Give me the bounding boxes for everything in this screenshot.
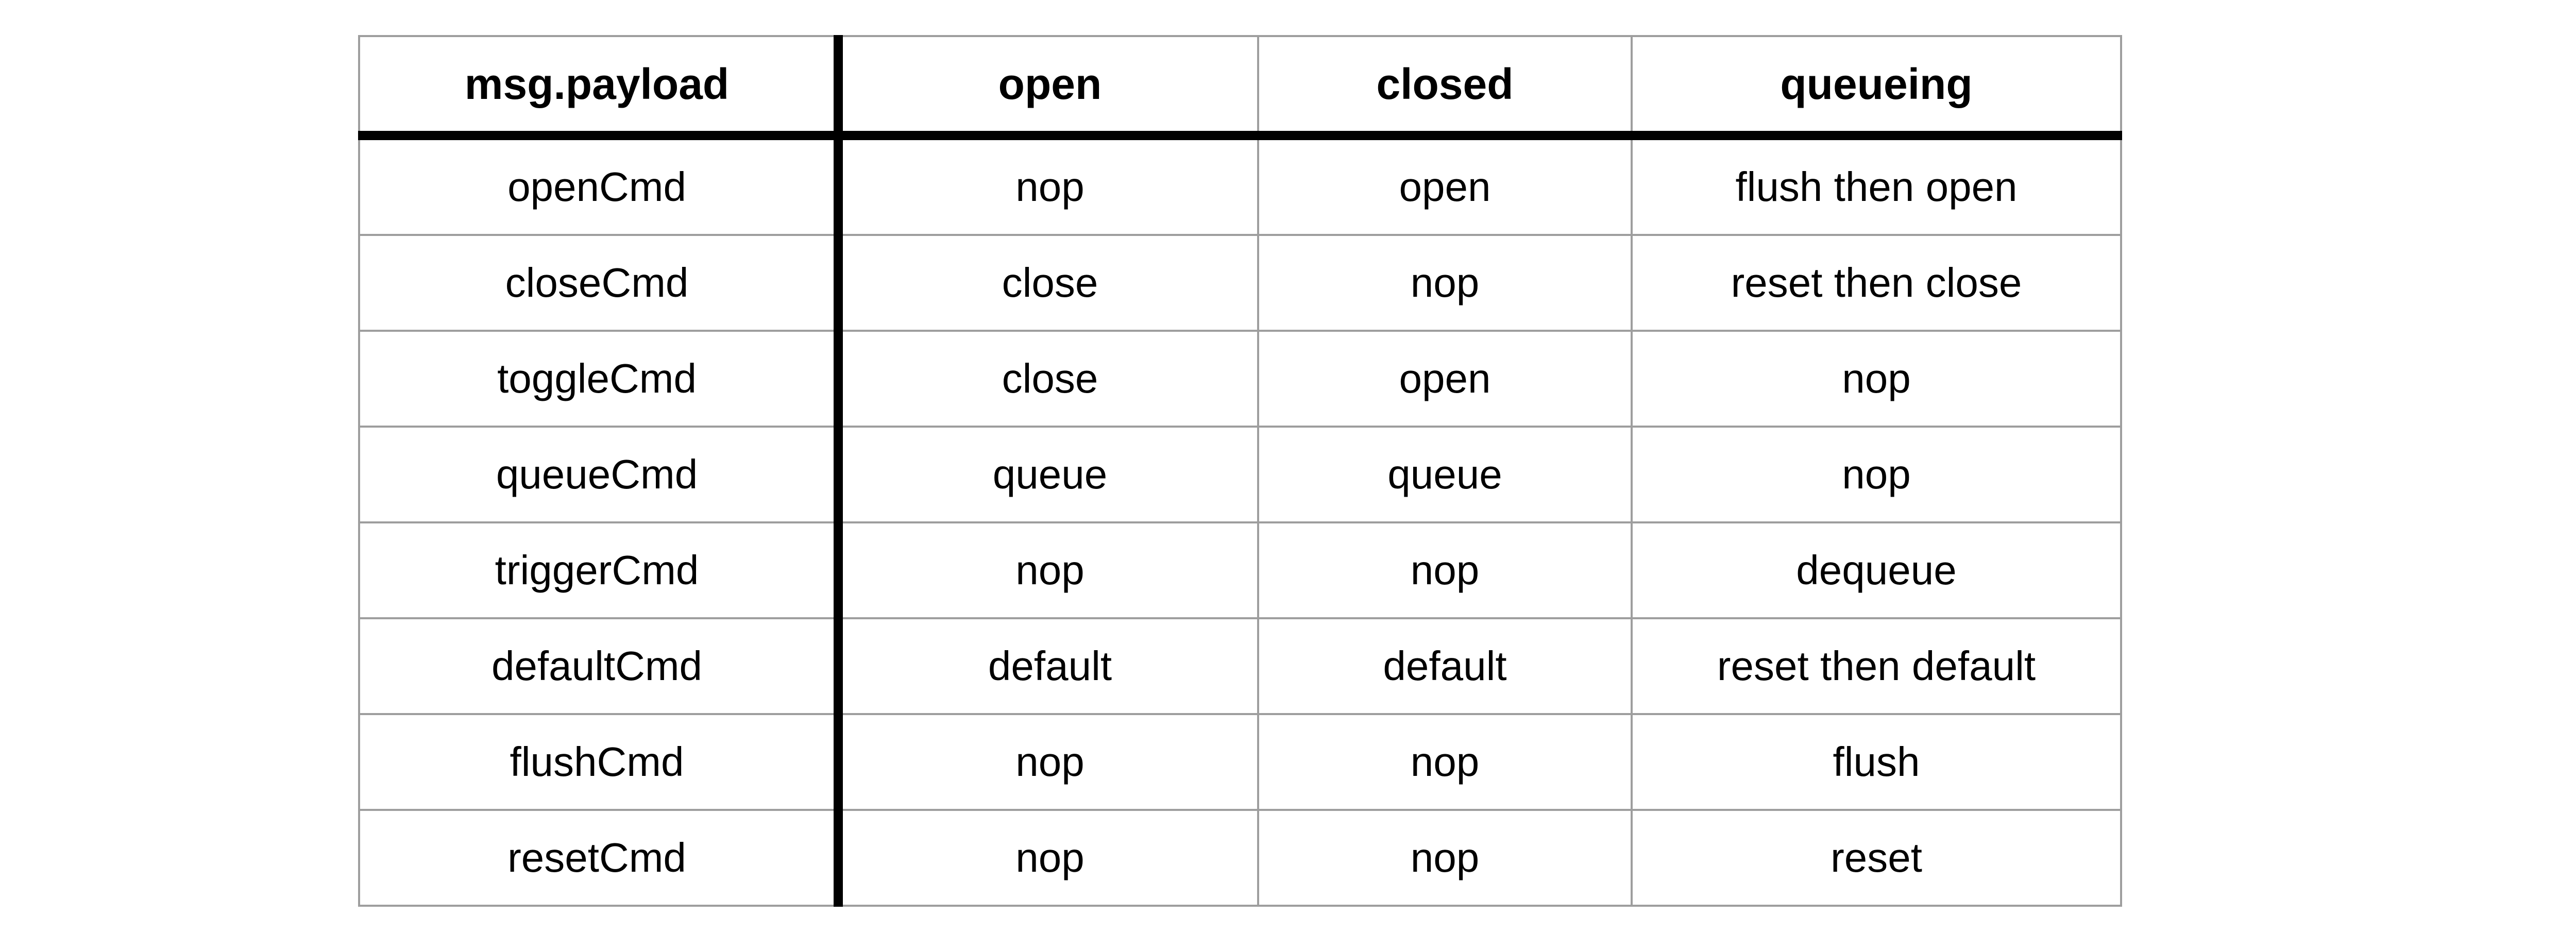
state-action-cell: nop [1257,713,1633,811]
command-state-table: msg.payload open closed queueing openCmd… [358,35,2122,907]
row-payload-cell: flushCmd [358,713,843,811]
column-header-closed: closed [1257,35,1633,140]
state-action-cell: reset then default [1631,617,2122,715]
row-payload-cell: closeCmd [358,234,843,332]
row-payload-cell: resetCmd [358,809,843,907]
state-action-cell: nop [837,713,1259,811]
state-action-cell: default [837,617,1259,715]
column-header-open: open [837,35,1259,140]
state-action-cell: nop [837,521,1259,619]
row-payload-cell: queueCmd [358,426,843,523]
row-payload-cell: openCmd [358,134,843,236]
state-action-cell: nop [1631,426,2122,523]
state-action-cell: reset then close [1631,234,2122,332]
state-action-cell: queue [1257,426,1633,523]
state-action-cell: dequeue [1631,521,2122,619]
state-action-cell: flush [1631,713,2122,811]
state-action-cell: nop [837,134,1259,236]
state-action-cell: reset [1631,809,2122,907]
column-header-msg-payload: msg.payload [358,35,843,140]
state-action-cell: close [837,330,1259,428]
state-action-cell: open [1257,330,1633,428]
row-payload-cell: toggleCmd [358,330,843,428]
state-action-cell: nop [1631,330,2122,428]
state-action-cell: flush then open [1631,134,2122,236]
state-action-cell: nop [1257,234,1633,332]
column-header-queueing: queueing [1631,35,2122,140]
state-action-cell: close [837,234,1259,332]
state-action-cell: nop [1257,809,1633,907]
state-action-cell: queue [837,426,1259,523]
row-payload-cell: defaultCmd [358,617,843,715]
state-action-cell: open [1257,134,1633,236]
state-action-cell: nop [837,809,1259,907]
state-action-cell: nop [1257,521,1633,619]
state-action-cell: default [1257,617,1633,715]
row-payload-cell: triggerCmd [358,521,843,619]
header-row: msg.payload open closed queueing [358,35,2122,140]
